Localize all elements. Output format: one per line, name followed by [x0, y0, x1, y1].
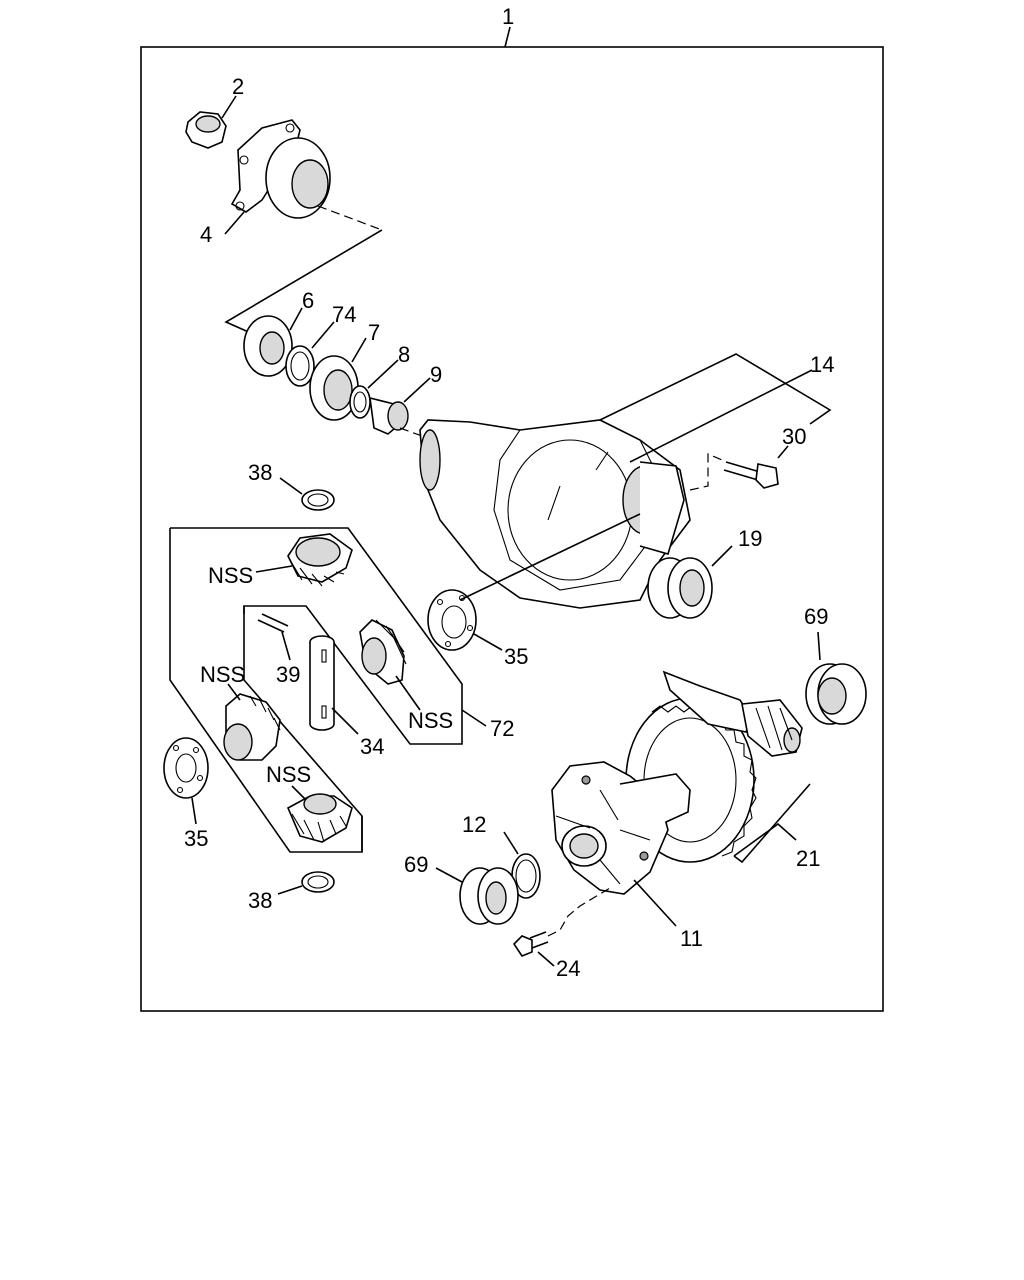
part-69-pinion-bearing-right[interactable]: 69 [804, 604, 867, 725]
callout-1[interactable]: 1 [502, 4, 514, 48]
part-24-case-bolt[interactable]: 24 [512, 887, 611, 981]
label-7: 7 [368, 320, 380, 345]
label-2: 2 [232, 74, 244, 99]
label-14: 14 [810, 352, 834, 377]
label-69b: 69 [404, 852, 428, 877]
label-nss3: NSS [200, 662, 245, 687]
nss-side-gear-bottom[interactable]: NSS [266, 762, 353, 843]
label-69a: 69 [804, 604, 828, 629]
label-35a: 35 [504, 644, 528, 669]
label-4: 4 [200, 222, 212, 247]
label-34: 34 [360, 734, 384, 759]
label-8: 8 [398, 342, 410, 367]
part-38-thrust-washer-lower[interactable]: 38 [248, 871, 335, 913]
label-9: 9 [430, 362, 442, 387]
label-11: 11 [680, 926, 703, 951]
pinion-shaft-kit-outline[interactable] [243, 606, 363, 852]
nss-side-gear-top[interactable]: NSS [208, 533, 353, 588]
label-24: 24 [556, 956, 580, 981]
part-34-pinion-shaft[interactable]: 34 [309, 635, 384, 759]
assembly-frame [140, 46, 884, 1012]
label-38b: 38 [248, 888, 272, 913]
label-6: 6 [302, 288, 314, 313]
nss-side-gear-left[interactable]: NSS [200, 662, 281, 761]
label-12: 12 [462, 812, 486, 837]
label-35b: 35 [184, 826, 208, 851]
part-19-side-bearing[interactable]: 19 [647, 526, 762, 619]
part-9-spacer[interactable]: 9 [369, 362, 442, 435]
part-39-lock-pin[interactable]: 39 [257, 613, 300, 687]
part-69-side-bearing-lower[interactable]: 69 [404, 852, 519, 925]
part-11-differential-case[interactable]: 11 [551, 761, 703, 951]
part-30-bolt[interactable]: 30 [689, 424, 806, 491]
part-74-shim[interactable]: 74 [285, 302, 356, 387]
label-74: 74 [332, 302, 356, 327]
part-2-flange-nut[interactable]: 2 [185, 74, 244, 149]
label-72: 72 [490, 716, 514, 741]
part-35-gasket-lower[interactable]: 35 [163, 737, 209, 851]
label-nss1: NSS [208, 563, 253, 588]
part-14-carrier-housing[interactable]: 14 [419, 352, 834, 609]
part-6-oil-seal[interactable]: 6 [243, 288, 314, 377]
label-1: 1 [502, 4, 514, 29]
nss-pinion-gear-right[interactable]: NSS [359, 619, 453, 733]
label-38a: 38 [248, 460, 272, 485]
part-4-companion-flange[interactable]: 4 [200, 119, 383, 247]
label-nss4: NSS [266, 762, 311, 787]
label-nss2: NSS [408, 708, 453, 733]
label-39: 39 [276, 662, 300, 687]
part-35-gasket-upper[interactable]: 35 [427, 513, 641, 669]
part-38-thrust-washer-upper[interactable]: 38 [248, 460, 335, 511]
label-30: 30 [782, 424, 806, 449]
label-21: 21 [796, 846, 820, 871]
label-19: 19 [738, 526, 762, 551]
